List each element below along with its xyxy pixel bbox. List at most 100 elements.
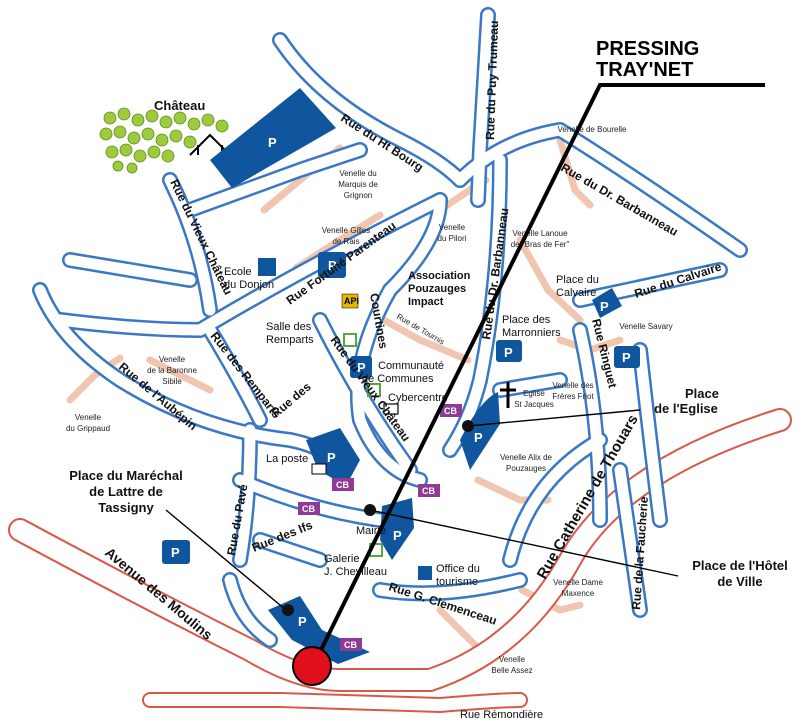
communaute-icon [367, 383, 381, 397]
parking-labels: P P P P P P P P P P P [171, 135, 631, 629]
callout-labels: Place de l'Eglise Place du Maréchal de L… [69, 386, 788, 589]
poi-office: tourisme [436, 576, 478, 588]
poi-ecole: Ecole [224, 266, 252, 278]
venelle-label: du Pilori [438, 234, 467, 243]
venelle-label: du Grippaud [66, 424, 110, 433]
venelle-label: Venelle Gilles [322, 226, 370, 235]
venelle-label: Sibile [162, 377, 182, 386]
chateau-trees [99, 107, 229, 174]
poi-icons: API [258, 258, 516, 580]
parking-savary [614, 346, 640, 368]
poi-galerie: Galerie [324, 553, 359, 565]
cb-label: CB [344, 640, 357, 650]
salle-icon [343, 333, 357, 347]
poi-place-calvaire: Place du [556, 274, 599, 286]
parking-poste [306, 428, 360, 486]
eglise-label: Eglise [523, 389, 545, 398]
poi-ecole: du Donjon [224, 279, 274, 291]
callouts [165, 83, 765, 661]
poi-galerie: J. Chevilleau [324, 566, 387, 578]
parking-eglise [460, 392, 500, 470]
school-icon [258, 258, 276, 276]
venelle-label: Venelle Dame [553, 578, 603, 587]
poi-chateau: Château [154, 98, 205, 113]
street-remondiere: Rue Rémondière [460, 709, 543, 721]
cb-label: CB [302, 504, 315, 514]
parking-marronniers [496, 340, 522, 362]
venelle-label: Pouzauges [506, 464, 546, 473]
venelle-label: Venelle Savary [619, 322, 672, 331]
venelle-label: Grignon [344, 191, 372, 200]
venelle-labels: Venelle de Bourelle Venelle du Marquis d… [66, 125, 673, 675]
parking-label: P [622, 350, 631, 365]
eglise-label: St Jacques [514, 400, 554, 409]
pressing-target-marker [292, 646, 332, 686]
poi-place-marronniers: Place des [502, 314, 551, 326]
parking-donjon [318, 252, 346, 278]
venelle-label: Venelle [159, 355, 186, 364]
parking-label: P [327, 450, 336, 465]
parking-label: P [357, 360, 366, 375]
callout-eglise: de l'Eglise [654, 401, 718, 416]
parking-calvaire [592, 288, 622, 318]
venelle-label: Venelle des [552, 381, 593, 390]
venelle-label: Venelle Lanoue [512, 229, 568, 238]
parking-label: P [474, 430, 483, 445]
parking-label: P [600, 299, 609, 314]
cb-label: CB [336, 480, 349, 490]
parking-label: P [298, 614, 307, 629]
title-line-1: PRESSING [596, 38, 699, 60]
poi-salle: Remparts [266, 334, 314, 346]
poi-place-marronniers: Marronniers [502, 327, 561, 339]
parking-moulins [162, 540, 190, 564]
venelle-label: Marquis de [338, 180, 378, 189]
callout-dots [282, 420, 474, 616]
parking-communaute [350, 356, 372, 378]
poi-association: Impact [408, 296, 444, 308]
parking-label: P [268, 135, 277, 150]
computer-icon [383, 403, 399, 415]
callout-marechal: Tassigny [98, 500, 154, 515]
callout-eglise: Place [685, 386, 719, 401]
poi-office: Office du [436, 563, 480, 575]
tourism-icon [418, 566, 432, 580]
venelle-label: Venelle Alix de [500, 453, 553, 462]
venelle-label: Venelle [75, 413, 102, 422]
church-cross-icon [500, 382, 516, 408]
api-label: API [344, 296, 359, 306]
poi-salle: Salle des [266, 321, 312, 333]
street-puy-trumeau: Rue du Puy Trumeau [483, 20, 501, 140]
venelle-label: Venelle de Bourelle [558, 125, 627, 134]
callout-marechal: de Lattre de [89, 484, 163, 499]
venelle-label: Venelle du [339, 169, 376, 178]
callout-hotel-ville: Place de l'Hôtel [692, 558, 788, 573]
mail-icon [311, 463, 327, 475]
cb-badges: CB CB CB CB CB [298, 404, 462, 651]
cb-label: CB [422, 486, 435, 496]
poi-cybercentre: Cybercentre [388, 392, 448, 404]
venelle-label: Maxence [562, 589, 595, 598]
venelle-label: Venelle [439, 223, 466, 232]
venelle-label: de la Baronne [147, 366, 197, 375]
poi-association: Pouzauges [408, 283, 466, 295]
venelle-label: de Rais [332, 237, 359, 246]
parking-label: P [171, 545, 180, 560]
poi-place-calvaire: Calvaire [556, 287, 596, 299]
pressing-title: PRESSING TRAY'NET [596, 38, 699, 81]
callout-marechal: Place du Maréchal [69, 468, 182, 483]
venelle-label: Belle Assez [491, 666, 532, 675]
poi-communaute: Communauté [378, 360, 444, 372]
parking-label: P [393, 528, 402, 543]
poi-communaute: de Communes [362, 373, 434, 385]
parking-areas [162, 88, 640, 664]
poi-poste: La poste [266, 453, 308, 465]
parking-chateau [210, 88, 336, 188]
cb-label: CB [444, 406, 457, 416]
venelle-label: Venelle [499, 655, 526, 664]
parking-label: P [504, 345, 513, 360]
callout-hotel-ville: de Ville [717, 574, 762, 589]
poi-labels: Château Ecole du Donjon Association Pouz… [154, 98, 599, 588]
title-line-2: TRAY'NET [596, 59, 693, 81]
